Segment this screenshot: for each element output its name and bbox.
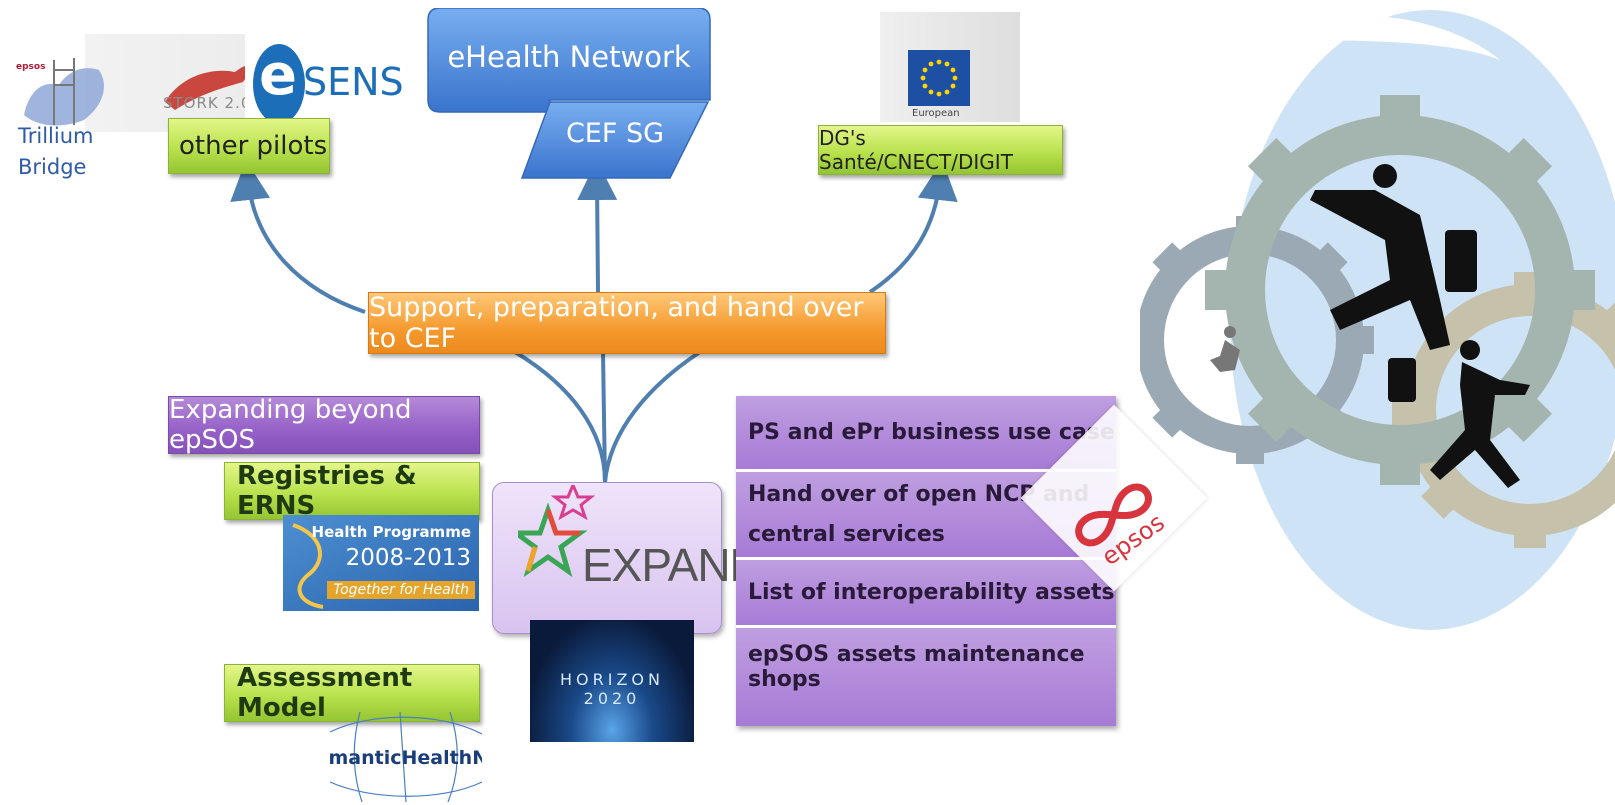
list-item: epSOS assets maintenance shops [736,628,1116,726]
stork-logo-text: STORK 2.0 [163,94,252,112]
health-programme-logo: Health Programme 2008-2013 Together for … [283,515,479,611]
horizon-2020-logo: HORIZON 2020 [530,620,694,742]
semantic-healthnet-label: SemanticHealthNet [330,747,482,769]
european-commission-logo: European [880,12,1020,122]
esens-e-letter: e [259,43,297,108]
expanding-label: Expanding beyond epSOS [169,395,412,455]
large-gear-icon [1205,95,1595,485]
stork-bird-icon [165,64,260,110]
ehealth-network-label: eHealth Network [447,40,691,74]
list-item-label: epSOS assets maintenance shops [748,642,1085,692]
registries-label: Registries & ERNS [237,461,417,521]
esens-word: SENS [303,60,404,104]
other-pilots-label: other pilots [179,131,328,161]
assessment-model-box: Assessment Model [224,663,480,723]
connector-expand-mid [601,351,607,483]
epsos-infinity-icon: epsos [1075,483,1170,571]
running-businessman-small-icon [1388,340,1530,488]
ec-caption: European [912,108,960,119]
health-programme-title: Health Programme [311,523,471,541]
health-programme-years: 2008-2013 [345,545,471,571]
arrow-to-cef-sg [577,160,618,293]
list-item: PS and ePr business use case [736,396,1116,472]
right-list-panel: PS and ePr business use case Hand over o… [736,396,1116,726]
support-label: Support, preparation, and hand over to C… [369,292,864,354]
esens-e-circle-icon [253,44,305,124]
registries-box: Registries & ERNS [224,461,480,521]
other-pilots-box: other pilots [168,118,330,174]
connector-expand-right [603,350,702,483]
cef-sg-label: CEF SG [565,118,665,149]
distant-runner-icon [1210,326,1240,372]
health-programme-motto: Together for Health [327,581,475,599]
trillium-map-logo: epsos [14,40,122,130]
running-businessman-icon [1310,164,1477,350]
eu-flag-icon [908,50,970,106]
expanding-beyond-box: Expanding beyond epSOS [168,395,480,455]
assessment-label: Assessment Model [237,663,413,723]
horizon-2020-label: HORIZON 2020 [560,670,664,708]
epsos-small-logo: epsos [16,62,46,72]
pilots-logo-strip: STORK 2.0 e SENS [85,34,404,132]
dgs-label: DG's Santé/CNECT/DIGIT [819,126,1013,174]
arrow-to-dgs [868,160,958,294]
expand-label: EXPAND [582,539,763,591]
health-programme-swirl-icon [292,523,324,609]
connector-expand-left [513,350,607,483]
support-hand-over-box: Support, preparation, and hand over to C… [368,292,886,354]
dgs-box: DG's Santé/CNECT/DIGIT [818,125,1063,175]
list-item-label: List of interoperability assets [748,580,1115,605]
ehealth-network-shape [427,8,711,179]
businessmen-gears-illustration [1140,10,1615,630]
list-item: List of interoperability assets [736,560,1116,628]
arrow-to-other-pilots [230,160,366,314]
trillium-bridge-label: Trillium Bridge [18,124,94,179]
expand-star-icon [518,485,596,578]
europe-map-icon [24,58,104,126]
semantic-healthnet-logo: SemanticHealthNet [330,712,482,802]
beige-gear-icon [1392,272,1615,548]
list-item-label: PS and ePr business use case [748,420,1115,445]
esens-logo: e SENS [245,34,404,132]
